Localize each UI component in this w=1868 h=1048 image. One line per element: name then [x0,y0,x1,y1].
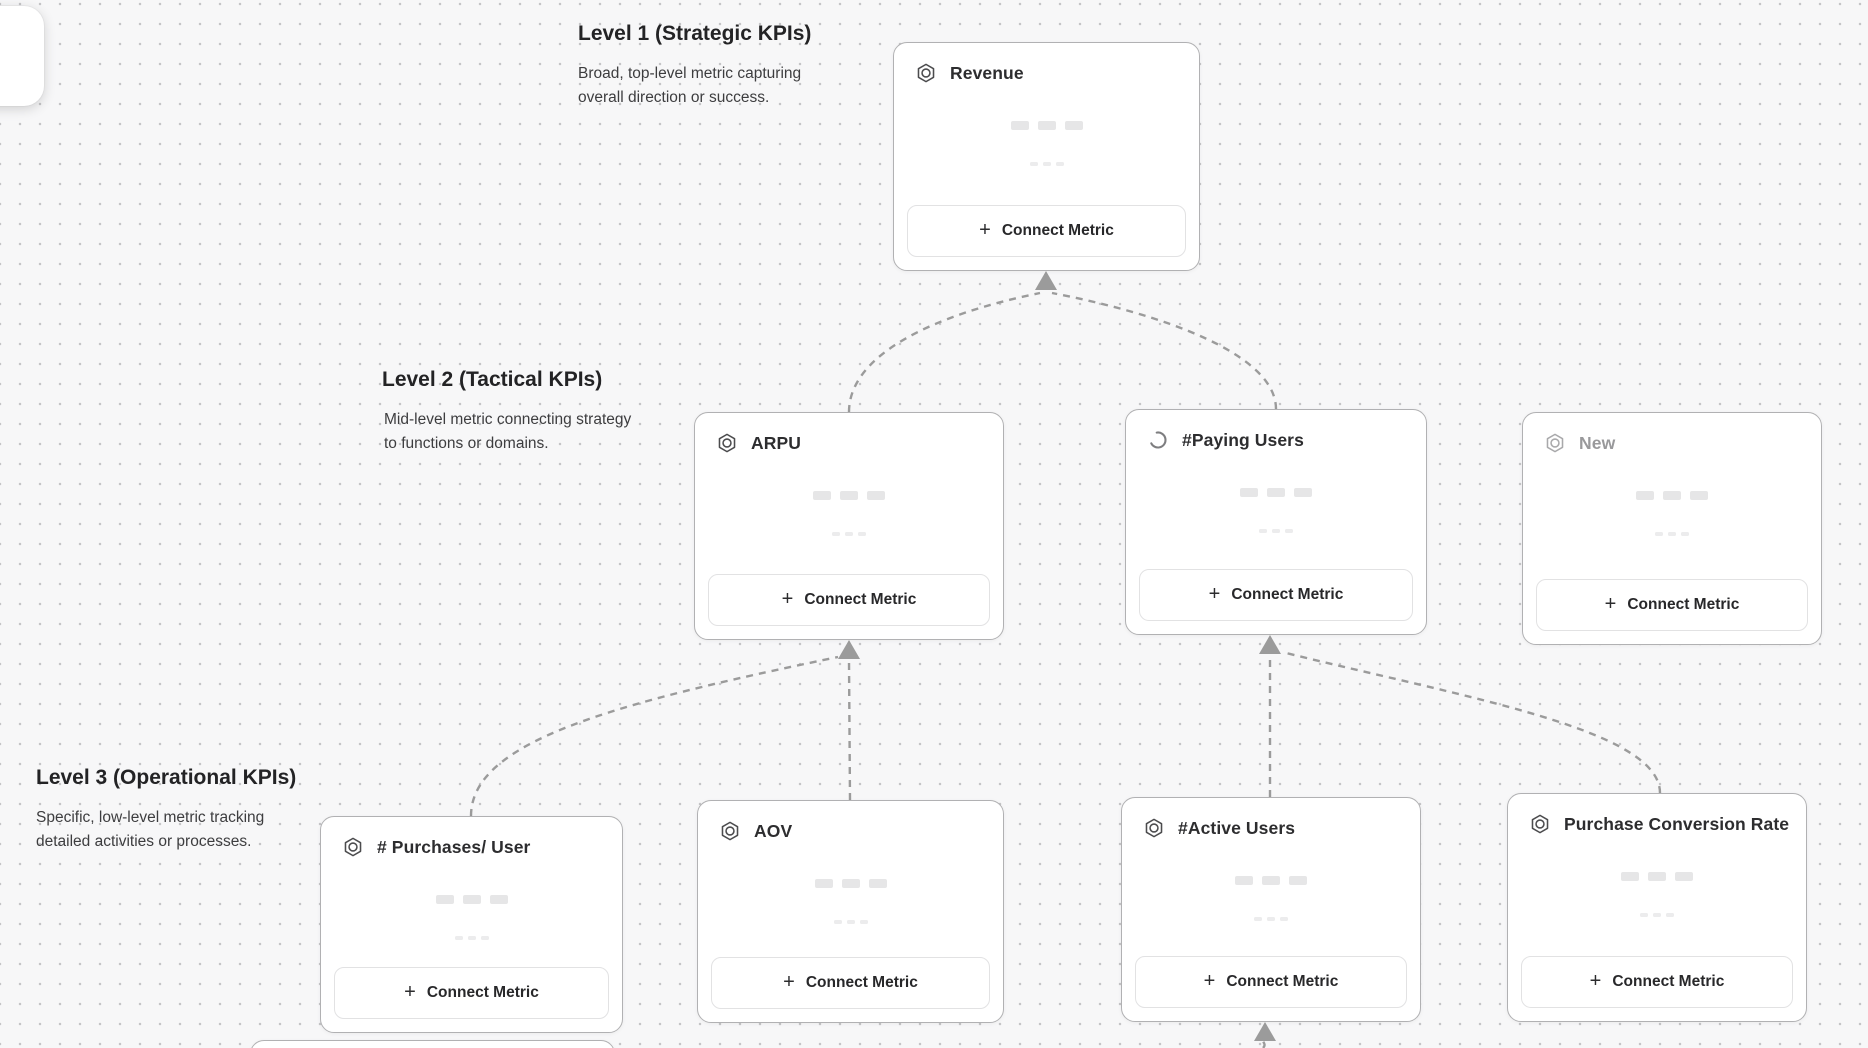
arrowhead-into-revenue [1035,271,1057,290]
trend-skeleton [695,532,1003,536]
connect-metric-button[interactable]: + Connect Metric [1521,956,1793,1008]
edge-purchases-per-user-to-arpu[interactable] [469,640,860,817]
level-1-description: Broad, top-level metric capturing overal… [578,65,802,107]
metric-card-title: Purchase Conversion Rate [1564,813,1790,834]
metric-card-partial-bottom[interactable] [250,1040,615,1048]
value-skeleton [1508,872,1806,881]
connect-metric-button[interactable]: + Connect Metric [907,205,1186,257]
edge-purchase-conversion-rate-to-paying-users[interactable] [1259,635,1662,794]
value-skeleton [321,895,622,904]
plus-icon: + [979,219,991,241]
trend-skeleton [321,936,622,940]
connect-metric-label: Connect Metric [426,984,539,1001]
level-3-description: Specific, low-level metric tracking deta… [36,809,265,851]
plus-icon: + [1208,583,1221,605]
connect-metric-button[interactable]: + Connect Metric [708,574,990,626]
metric-card-title: AOV [754,820,793,841]
metric-hexagon-icon [915,62,937,84]
metric-hexagon-icon [1529,813,1551,835]
arrowhead-into-arpu [838,640,860,659]
edge-aov-to-arpu[interactable] [847,660,852,801]
card-header: Revenue [894,43,1199,84]
value-skeleton [1122,876,1420,885]
metric-hexagon-icon [716,432,738,454]
trend-skeleton [894,162,1199,166]
plus-icon: + [1203,970,1216,992]
edge-offscreen-to-active-users[interactable] [1254,1022,1276,1048]
card-header: #Active Users [1122,798,1420,839]
metric-card-paying-users[interactable]: #Paying Users + Connect Metric [1125,409,1427,635]
metric-hexagon-icon [342,836,364,858]
connect-metric-label: Connect Metric [805,974,918,991]
metric-card-arpu[interactable]: ARPU + Connect Metric [694,412,1004,640]
metric-card-revenue[interactable]: Revenue + Connect Metric [893,42,1200,271]
connect-metric-label: Connect Metric [1226,973,1339,990]
metric-card-title: New [1579,432,1616,453]
connect-metric-button[interactable]: + Connect Metric [1536,579,1808,631]
level-2-description: Mid-level metric connecting strategy to … [384,411,632,453]
metric-card-title: #Paying Users [1182,429,1304,450]
floating-toolbar-partial[interactable] [0,6,44,106]
trend-skeleton [1126,529,1426,533]
value-skeleton [695,491,1003,500]
connect-metric-button[interactable]: + Connect Metric [334,967,609,1019]
value-skeleton [1126,488,1426,497]
metric-card-active-users[interactable]: #Active Users + Connect Metric [1121,797,1421,1022]
level-1-title: Level 1 (Strategic KPIs) [578,22,812,45]
card-header: # Purchases/ User [321,817,622,858]
metric-hexagon-icon [719,820,741,842]
arrowhead-into-active-users [1254,1022,1276,1041]
metric-card-title: ARPU [751,432,801,453]
metric-card-title: Revenue [950,62,1024,83]
metric-card-title: #Active Users [1178,817,1296,838]
plus-icon: + [404,981,416,1003]
plus-icon: + [1604,593,1617,615]
edge-arpu-to-revenue[interactable] [847,291,1041,413]
metric-card-purchases-per-user[interactable]: # Purchases/ User + Connect Metric [320,816,623,1033]
metric-hexagon-icon [1544,432,1566,454]
plus-icon: + [783,971,795,993]
value-skeleton [698,879,1003,888]
trend-skeleton [1523,532,1821,536]
connect-metric-label: Connect Metric [1231,586,1344,603]
connect-metric-button[interactable]: + Connect Metric [711,957,990,1009]
connect-metric-button[interactable]: + Connect Metric [1139,569,1413,621]
connect-metric-label: Connect Metric [1612,973,1725,990]
trend-skeleton [698,920,1003,924]
value-skeleton [1523,491,1821,500]
card-header: #Paying Users [1126,410,1426,451]
arrowhead-into-paying-users [1259,635,1281,654]
metric-card-aov[interactable]: AOV + Connect Metric [697,800,1004,1023]
metric-hexagon-icon [1143,817,1165,839]
connect-metric-button[interactable]: + Connect Metric [1135,956,1407,1008]
metric-card-purchase-conversion-rate[interactable]: Purchase Conversion Rate + Connect Metri… [1507,793,1807,1022]
metric-card-new[interactable]: New + Connect Metric [1522,412,1822,645]
metric-card-title: # Purchases/ User [377,836,531,857]
card-header: AOV [698,801,1003,842]
card-header: Purchase Conversion Rate [1508,794,1806,835]
plus-icon: + [1589,970,1602,992]
loading-spinner-icon [1147,429,1169,451]
edge-paying-users-to-revenue[interactable] [1035,271,1278,410]
connect-metric-label: Connect Metric [1627,596,1740,613]
connect-metric-label: Connect Metric [1001,222,1114,239]
level-2-title: Level 2 (Tactical KPIs) [382,368,603,391]
card-header: ARPU [695,413,1003,454]
value-skeleton [894,121,1199,130]
level-3-title: Level 3 (Operational KPIs) [36,766,297,789]
card-header: New [1523,413,1821,454]
trend-skeleton [1122,917,1420,921]
plus-icon: + [781,588,794,610]
trend-skeleton [1508,913,1806,917]
connect-metric-label: Connect Metric [804,591,917,608]
